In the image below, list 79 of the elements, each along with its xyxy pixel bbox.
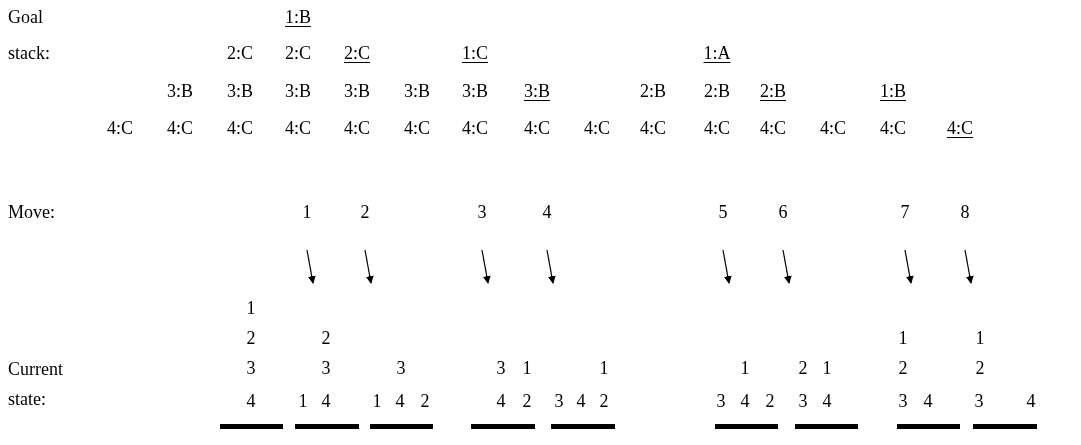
- disk-number: 2: [765, 392, 775, 410]
- disk-number: 2: [246, 329, 256, 347]
- current-goal: 2:B: [760, 82, 786, 100]
- disk-number: 3: [396, 359, 406, 377]
- goal-entry: 4:C: [107, 119, 133, 137]
- row-heading: Move:: [8, 201, 56, 224]
- disk-number: 4: [923, 392, 933, 410]
- row-heading: Current state:: [8, 358, 64, 411]
- disk-number: 3: [798, 392, 808, 410]
- disk-number: 1: [522, 359, 532, 377]
- goal-entry: 4:C: [820, 119, 846, 137]
- disk-number: 1: [372, 392, 382, 410]
- goal-entry: 2:B: [704, 82, 730, 100]
- disk-number: 2: [898, 359, 908, 377]
- disk-number: 3: [554, 392, 564, 410]
- goal-entry: 4:C: [880, 119, 906, 137]
- disk-number: 4: [1026, 392, 1036, 410]
- goal-entry: 4:C: [227, 119, 253, 137]
- disk-number: 1: [822, 359, 832, 377]
- disk-number: 1: [298, 392, 308, 410]
- move-number: 6: [778, 203, 788, 221]
- goal-entry: 3:B: [285, 82, 311, 100]
- row-heading: Goal stack:: [8, 6, 51, 65]
- move-number: 2: [360, 203, 370, 221]
- disk-number: 3: [898, 392, 908, 410]
- move-number: 7: [900, 203, 910, 221]
- disk-number: 1: [246, 299, 256, 317]
- current-goal: 2:C: [344, 44, 370, 62]
- disk-number: 1: [975, 329, 985, 347]
- goal-entry: 2:C: [227, 44, 253, 62]
- goal-entry: 4:C: [167, 119, 193, 137]
- disk-number: 4: [822, 392, 832, 410]
- disk-number: 4: [496, 392, 506, 410]
- disk-number: 3: [974, 392, 984, 410]
- current-goal: 1:B: [285, 8, 311, 26]
- goal-entry: 4:C: [640, 119, 666, 137]
- goal-entry: 3:B: [227, 82, 253, 100]
- disk-number: 3: [321, 359, 331, 377]
- goal-entry: 4:C: [285, 119, 311, 137]
- disk-number: 2: [975, 359, 985, 377]
- disk-number: 4: [246, 392, 256, 410]
- disk-number: 4: [395, 392, 405, 410]
- goal-entry: 3:B: [404, 82, 430, 100]
- goal-entry: 3:B: [462, 82, 488, 100]
- disk-number: 2: [321, 329, 331, 347]
- disk-number: 4: [321, 392, 331, 410]
- disk-number: 2: [522, 392, 532, 410]
- disk-number: 1: [599, 359, 609, 377]
- move-number: 3: [477, 203, 487, 221]
- disk-number: 1: [898, 329, 908, 347]
- current-goal: 1:B: [880, 82, 906, 100]
- goal-entry: 3:B: [344, 82, 370, 100]
- current-goal: 1:C: [462, 44, 488, 62]
- current-goal: 1:A: [703, 44, 731, 62]
- goal-entry: 3:B: [167, 82, 193, 100]
- disk-number: 4: [740, 392, 750, 410]
- move-number: 8: [960, 203, 970, 221]
- disk-number: 1: [740, 359, 750, 377]
- disk-number: 2: [798, 359, 808, 377]
- disk-number: 3: [246, 359, 256, 377]
- move-number: 4: [542, 203, 552, 221]
- goal-entry: 4:C: [704, 119, 730, 137]
- move-number: 1: [302, 203, 312, 221]
- goal-entry: 4:C: [462, 119, 488, 137]
- disk-number: 3: [496, 359, 506, 377]
- goal-entry: 4:C: [760, 119, 786, 137]
- disk-number: 4: [576, 392, 586, 410]
- current-goal: 3:B: [524, 82, 550, 100]
- move-number: 5: [718, 203, 728, 221]
- disk-number: 2: [599, 392, 609, 410]
- disk-number: 2: [420, 392, 430, 410]
- goal-entry: 2:B: [640, 82, 666, 100]
- goal-entry: 4:C: [404, 119, 430, 137]
- current-goal: 4:C: [947, 119, 973, 137]
- goal-entry: 2:C: [285, 44, 311, 62]
- goal-entry: 4:C: [344, 119, 370, 137]
- goal-entry: 4:C: [524, 119, 550, 137]
- disk-number: 3: [716, 392, 726, 410]
- goal-entry: 4:C: [584, 119, 610, 137]
